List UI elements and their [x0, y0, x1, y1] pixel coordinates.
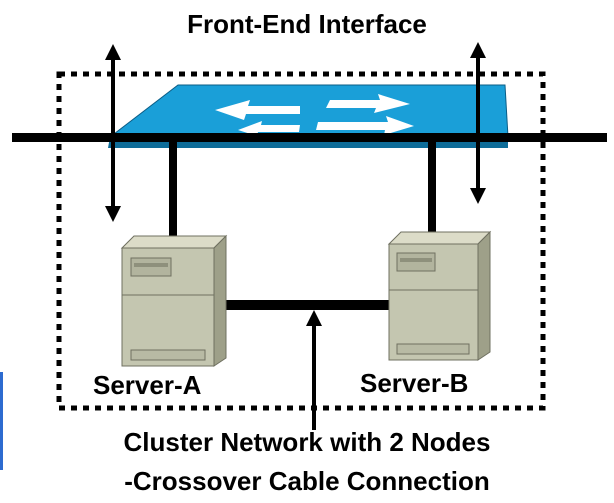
drop-server-b [428, 140, 436, 236]
front-end-bus [12, 133, 607, 142]
server-a-label: Server-A [93, 370, 202, 400]
cluster-boundary [56, 71, 546, 411]
server-tower-icon [120, 234, 228, 367]
diagram-title: Front-End Interface [187, 9, 427, 39]
caption-line-1: Cluster Network with 2 Nodes [123, 427, 491, 457]
left-accent-bar [0, 372, 3, 470]
crossover-cable [212, 300, 392, 310]
server-tower-icon [387, 230, 492, 361]
drop-server-a [169, 140, 177, 236]
caption-line-2: -Crossover Cable Connection [124, 466, 490, 496]
server-b-label: Server-B [360, 368, 469, 398]
